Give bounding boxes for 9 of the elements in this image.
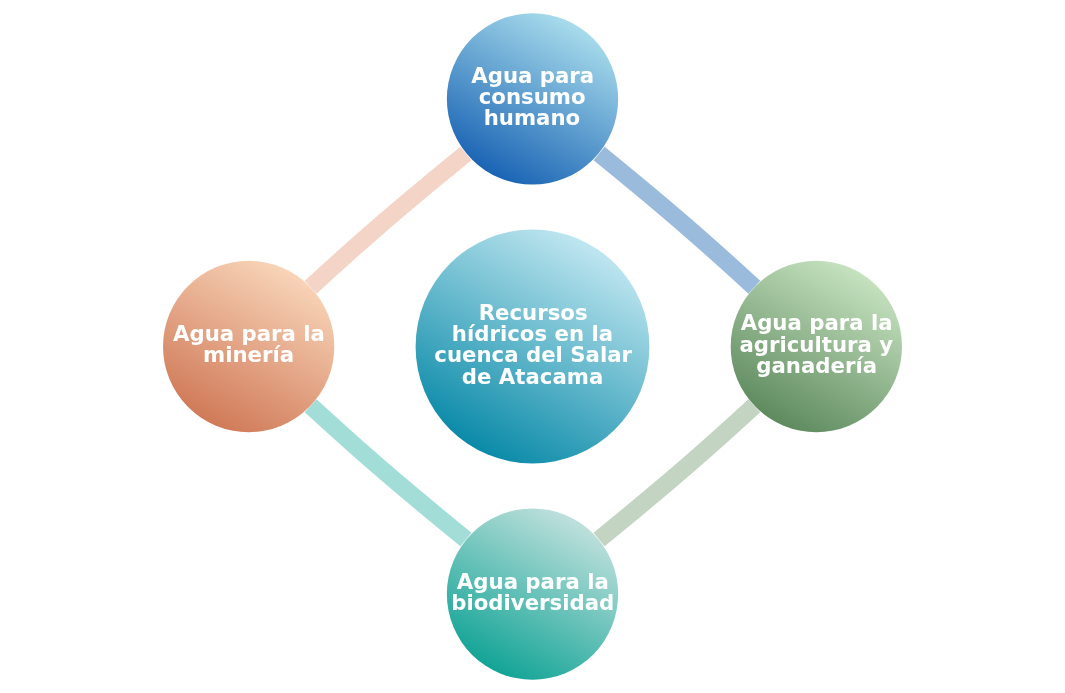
connector <box>593 146 761 294</box>
node-circle: Agua para consumo humano <box>446 13 619 185</box>
node-circle: Agua para la biodiversidad <box>446 508 619 680</box>
connector <box>593 399 761 547</box>
node-circle: Agua para la agricultura y ganadería <box>730 260 902 433</box>
connector <box>304 399 472 547</box>
connector <box>304 146 472 294</box>
node-circle: Agua para la minería <box>163 260 335 433</box>
node-circle: Recursos hídricos en la cuenca del Salar de Atacama <box>415 229 650 464</box>
